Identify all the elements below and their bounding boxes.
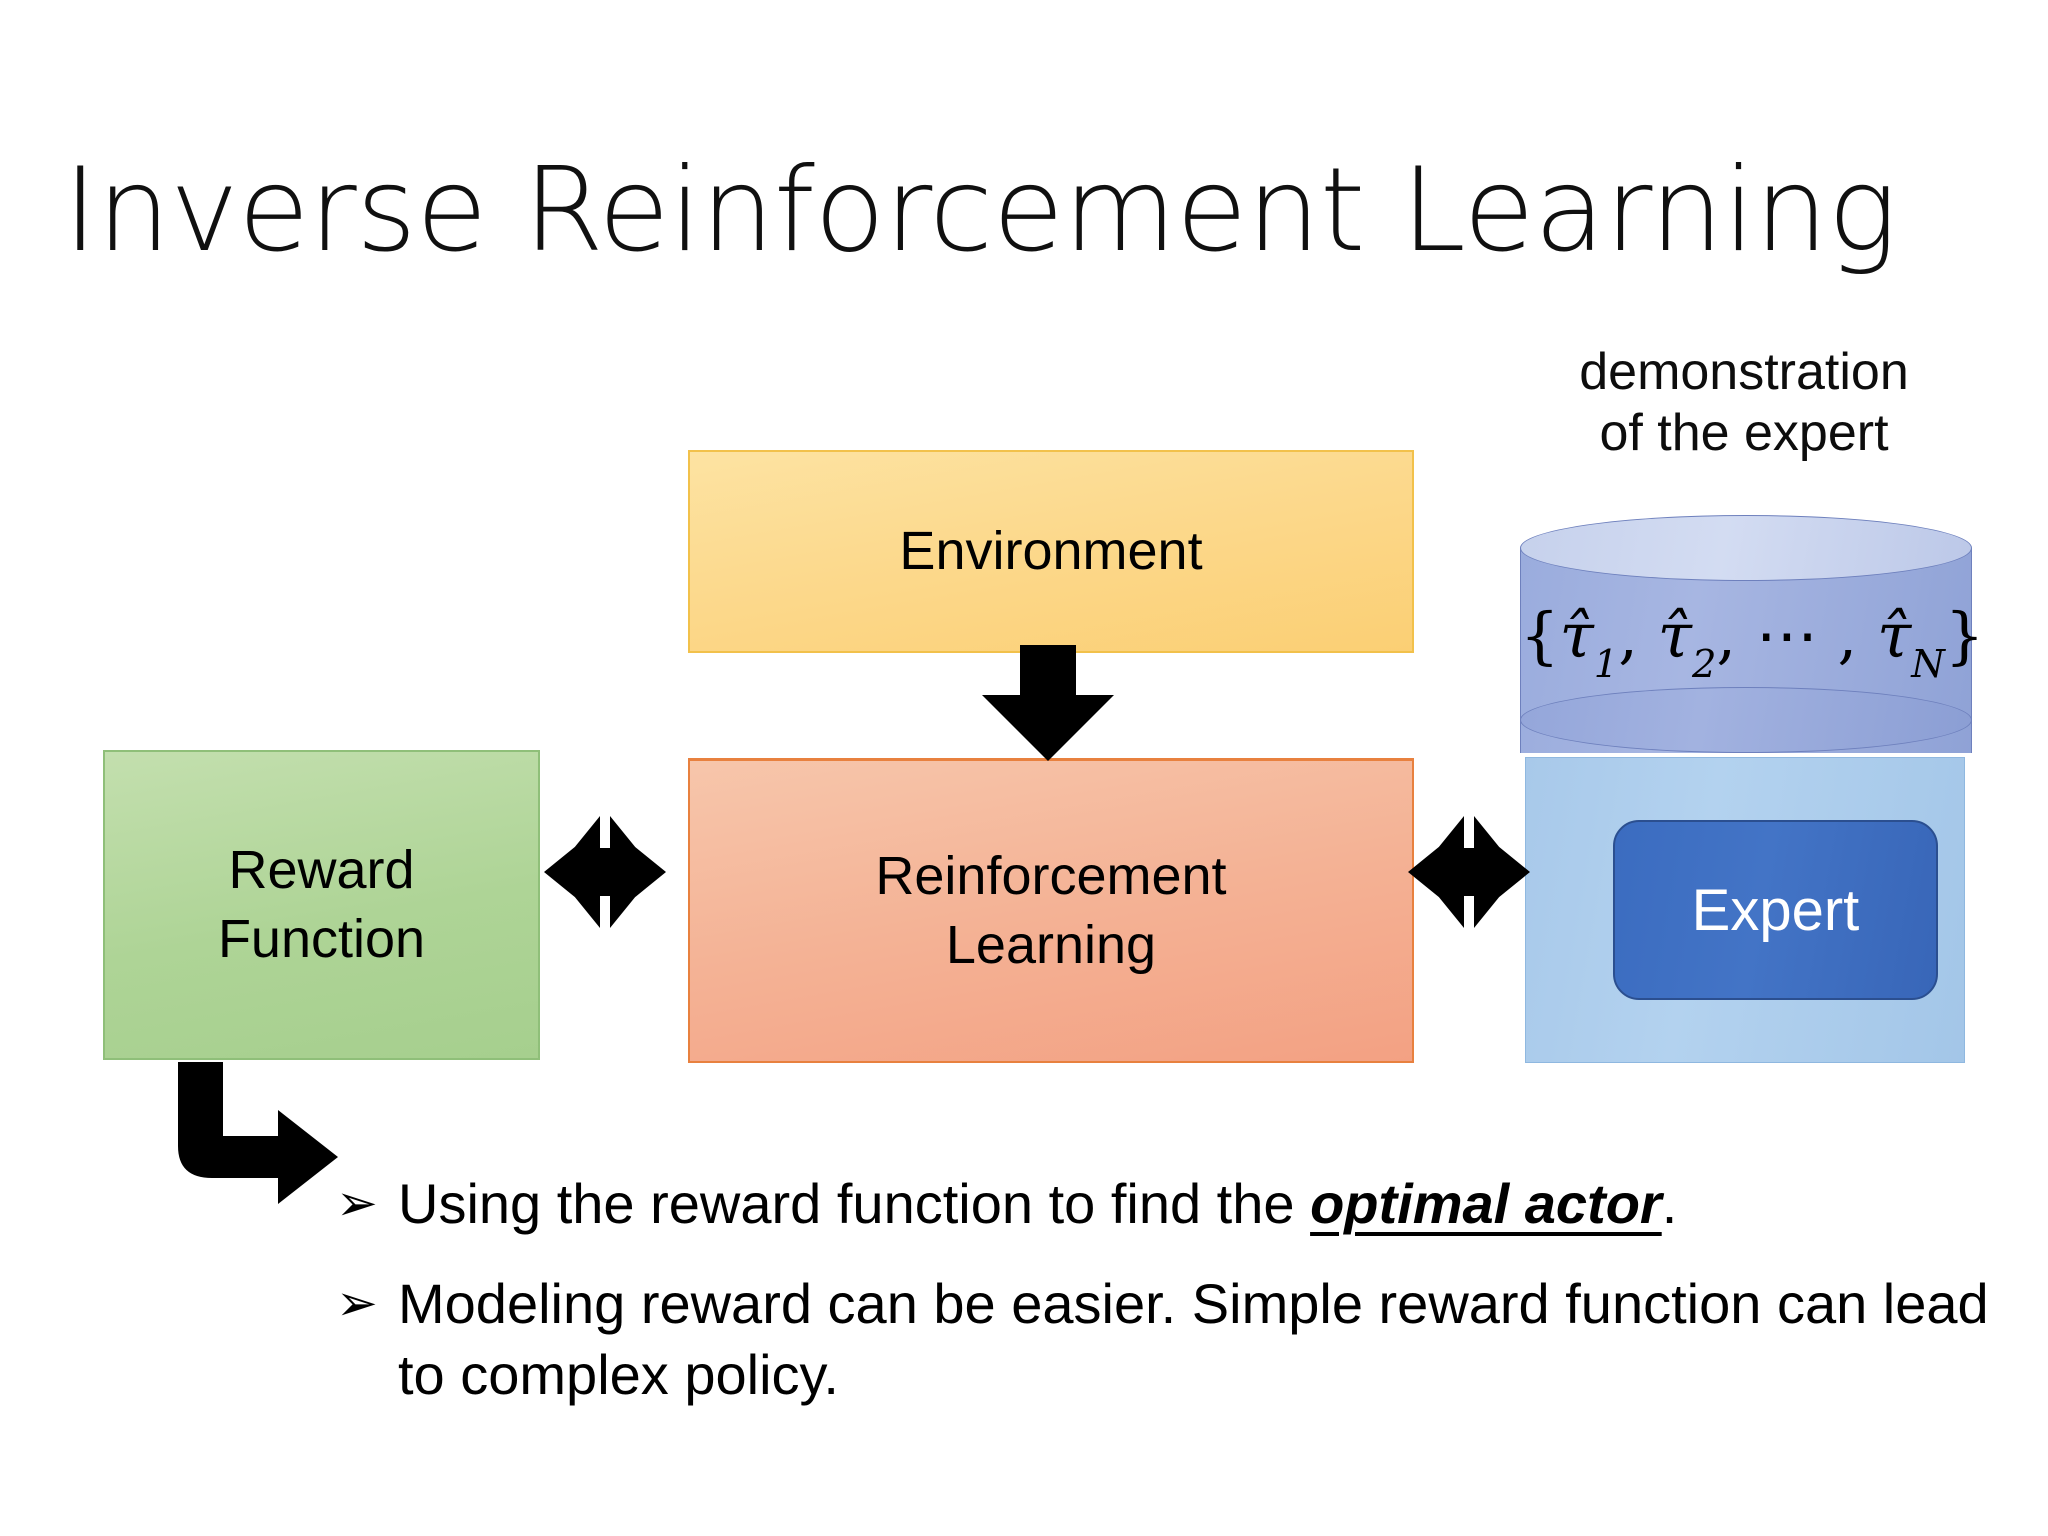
environment-node-label: Environment [899,520,1203,581]
reward-function-node-label: Reward Function [218,836,425,974]
rl-label-line2: Learning [945,915,1157,975]
bullet-1-prefix: Using the reward function to find the [398,1172,1311,1235]
reward-label-line1: Reward [228,839,415,900]
elbow-arrow-icon [178,1062,338,1204]
formula-sep-2: , ⋯ , [1716,599,1877,672]
trajectory-set-formula: {τ̂1, τ̂2, ⋯ , τ̂N} [1520,599,1984,687]
bullet-arrow-icon: ➢ [336,1273,378,1332]
bullet-1-suffix: . [1661,1172,1678,1235]
rl-label-line1: Reinforcement [875,845,1227,906]
formula-sub-1: 1 [1593,641,1619,687]
notes-list: ➢ Using the reward function to find the … [336,1168,1996,1439]
quad-arrow-icon-reward-rl [544,816,666,928]
quad-arrow-icon-rl-expert [1408,816,1530,928]
bullet-arrow-icon: ➢ [336,1174,378,1232]
cylinder-bottom-ellipse [1520,687,1972,753]
demonstration-label-line1: demonstration [1579,343,1909,401]
reinforcement-learning-node[interactable]: Reinforcement Learning [688,758,1414,1063]
formula-tau-2: τ̂ [1657,599,1692,672]
environment-node[interactable]: Environment [688,450,1414,653]
bullet-2-prefix: Modeling reward can be easier. Simple re… [398,1271,1989,1407]
formula-tau-1: τ̂ [1559,599,1594,672]
expert-node[interactable]: Expert [1613,820,1938,1000]
reinforcement-learning-node-label: Reinforcement Learning [875,842,1226,980]
list-item: ➢ Using the reward function to find the … [336,1168,1996,1240]
bullet-1-emphasis: optimal actor [1310,1172,1662,1235]
expert-node-label: Expert [1691,877,1860,943]
formula-sub-2: 2 [1691,641,1717,687]
demonstration-store-cylinder[interactable]: {τ̂1, τ̂2, ⋯ , τ̂N} [1520,515,1984,785]
reward-label-line2: Function [217,909,426,969]
list-item: ➢ Modeling reward can be easier. Simple … [336,1268,1996,1411]
demonstration-label-line2: of the expert [1599,403,1889,462]
formula-sub-n: N [1911,641,1945,687]
formula-close-brace: } [1944,599,1985,672]
demonstration-label: demonstration of the expert [1524,342,1964,464]
formula-tau-n: τ̂ [1876,599,1912,672]
cylinder-top-ellipse [1520,515,1972,581]
reward-function-node[interactable]: Reward Function [103,750,540,1060]
down-arrow-icon [982,645,1114,761]
formula-open-brace: { [1520,599,1560,672]
formula-sep-1: , [1618,599,1658,672]
page-title: Inverse Reinforcement Learning [63,143,1897,278]
